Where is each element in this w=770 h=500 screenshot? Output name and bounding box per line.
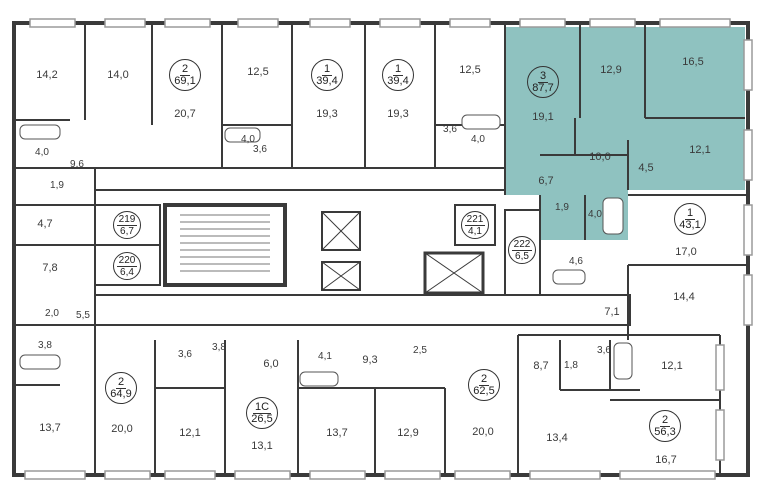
room-area-label: 12,1 [179, 427, 201, 439]
room-area-label: 4,0 [588, 209, 602, 220]
stair-steps [180, 214, 270, 272]
room-area-label: 2,5 [413, 345, 427, 356]
room-area-label: 1,9 [555, 202, 569, 213]
storage-220-room [94, 244, 161, 286]
room-area-label: 13,4 [546, 432, 568, 444]
room-area-label: 12,5 [459, 64, 481, 76]
room-area-label: 4,7 [37, 218, 53, 230]
room-area-label: 9,3 [362, 354, 378, 366]
room-area-label: 3,6 [443, 124, 457, 135]
room-area-label: 8,7 [533, 360, 549, 372]
room-area-label: 10,0 [589, 151, 611, 163]
room-area-label: 4,0 [471, 134, 485, 145]
stair-core [163, 203, 287, 287]
room-area-label: 19,3 [387, 108, 409, 120]
room-area-label: 3,8 [212, 342, 226, 353]
room-area-label: 7,1 [604, 306, 620, 318]
room-area-label: 5,5 [76, 310, 90, 321]
lower-corridor [94, 294, 631, 326]
room-area-label: 13,1 [251, 440, 273, 452]
room-area-label: 20,0 [111, 423, 133, 435]
elevator-marks [321, 211, 484, 294]
windows [24, 18, 753, 480]
room-area-label: 14,4 [673, 291, 695, 303]
room-area-label: 3,6 [178, 349, 192, 360]
room-area-label: 3,6 [253, 144, 267, 155]
room-area-label: 14,2 [36, 69, 58, 81]
room-area-label: 4,6 [569, 256, 583, 267]
room-area-label: 19,1 [532, 111, 554, 123]
room-area-label: 12,9 [397, 427, 419, 439]
room-area-label: 7,8 [42, 262, 58, 274]
apartment-3-highlight[interactable] [505, 27, 745, 240]
elevator-3 [423, 251, 485, 295]
storage-221-room [454, 204, 496, 246]
room-area-label: 12,5 [247, 66, 269, 78]
room-area-label: 3,6 [597, 345, 611, 356]
central-corridor [94, 167, 506, 191]
room-area-label: 1,8 [564, 360, 578, 371]
room-area-label: 16,5 [682, 56, 704, 68]
room-area-label: 20,7 [174, 108, 196, 120]
room-area-label: 4,0 [241, 134, 255, 145]
room-area-label: 2,0 [45, 308, 59, 319]
elevator-1 [321, 211, 361, 251]
room-area-label: 4,1 [318, 351, 332, 362]
elevator-2 [321, 261, 361, 291]
room-area-label: 12,9 [600, 64, 622, 76]
room-area-label: 12,1 [661, 360, 683, 372]
room-area-label: 13,7 [39, 422, 61, 434]
bathtubs [19, 114, 633, 387]
room-area-label: 12,1 [689, 144, 711, 156]
room-area-label: 9,6 [70, 159, 84, 170]
room-area-label: 3,8 [38, 340, 52, 351]
room-area-label: 4,0 [35, 147, 49, 158]
room-area-label: 19,3 [316, 108, 338, 120]
room-area-label: 20,0 [472, 426, 494, 438]
room-area-label: 6,7 [538, 175, 554, 187]
room-area-label: 1,9 [50, 180, 64, 191]
room-area-label: 6,0 [263, 358, 279, 370]
room-area-label: 4,5 [638, 162, 654, 174]
room-area-label: 17,0 [675, 246, 697, 258]
room-area-label: 14,0 [107, 69, 129, 81]
room-area-label: 16,7 [655, 454, 677, 466]
room-area-label: 13,7 [326, 427, 348, 439]
